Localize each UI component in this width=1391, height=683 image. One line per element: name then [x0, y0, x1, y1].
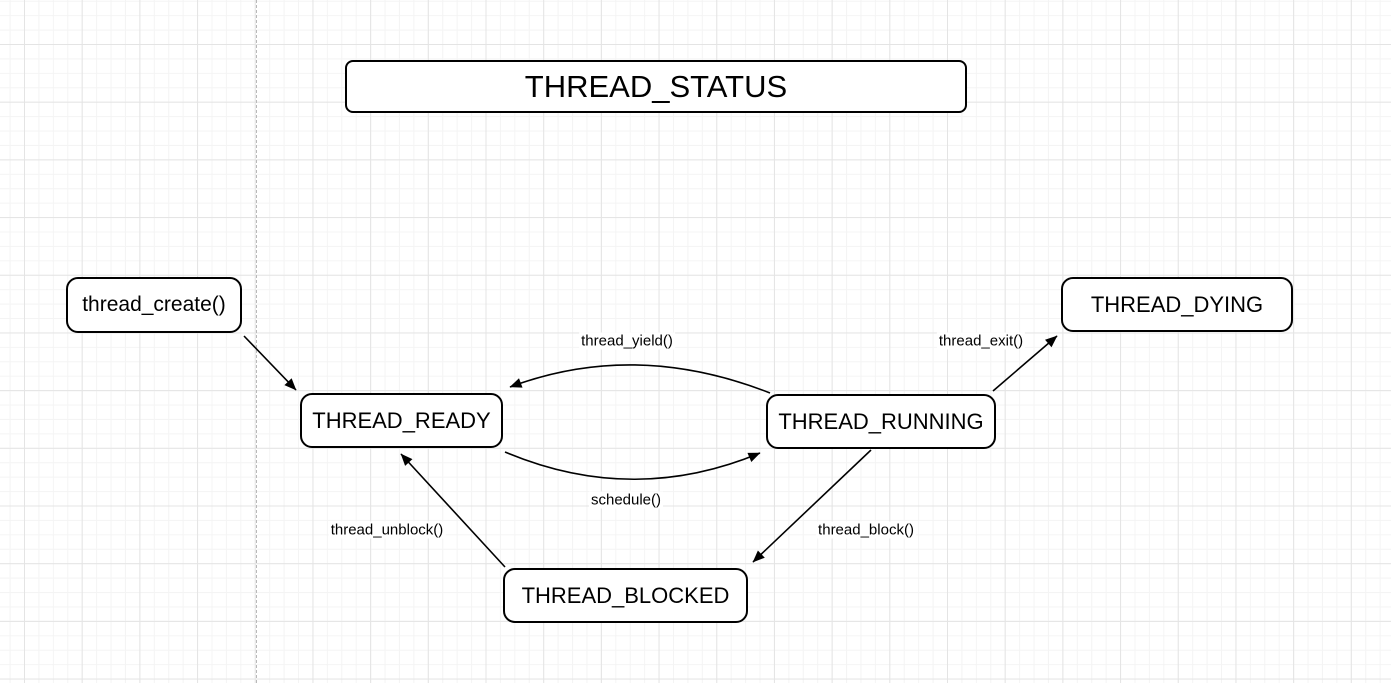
- node-thread-create[interactable]: thread_create(): [66, 277, 242, 333]
- edge-thread-exit-arrow[interactable]: [992, 335, 1058, 392]
- node-thread-dying[interactable]: THREAD_DYING: [1061, 277, 1293, 332]
- edge-label-thread-unblock[interactable]: thread_unblock(): [328, 521, 446, 539]
- node-thread-status-title[interactable]: THREAD_STATUS: [345, 60, 967, 113]
- thread-create-label: thread_create(): [82, 293, 226, 316]
- thread-status-title-label: THREAD_STATUS: [524, 68, 788, 104]
- node-thread-blocked[interactable]: THREAD_BLOCKED: [503, 568, 748, 623]
- node-thread-ready[interactable]: THREAD_READY: [300, 393, 503, 448]
- thread-ready-label: THREAD_READY: [312, 407, 491, 433]
- edge-label-thread-block[interactable]: thread_block(): [816, 521, 916, 539]
- edge-create-to-ready-arrow[interactable]: [243, 335, 297, 391]
- edge-thread-yield-arrow[interactable]: [509, 364, 771, 394]
- thread-blocked-label: THREAD_BLOCKED: [521, 582, 730, 608]
- edge-label-thread-yield[interactable]: thread_yield(): [579, 332, 675, 350]
- edge-schedule-arrow[interactable]: [504, 451, 761, 480]
- edge-thread-unblock-arrow[interactable]: [400, 453, 506, 568]
- edge-label-thread-exit[interactable]: thread_exit(): [936, 332, 1026, 350]
- page-boundary-divider: [256, 0, 257, 683]
- edge-label-schedule[interactable]: schedule(): [588, 491, 664, 509]
- thread-running-label: THREAD_RUNNING: [778, 408, 984, 434]
- node-thread-running[interactable]: THREAD_RUNNING: [766, 394, 996, 449]
- thread-dying-label: THREAD_DYING: [1090, 291, 1264, 317]
- edge-thread-block-arrow[interactable]: [752, 449, 872, 563]
